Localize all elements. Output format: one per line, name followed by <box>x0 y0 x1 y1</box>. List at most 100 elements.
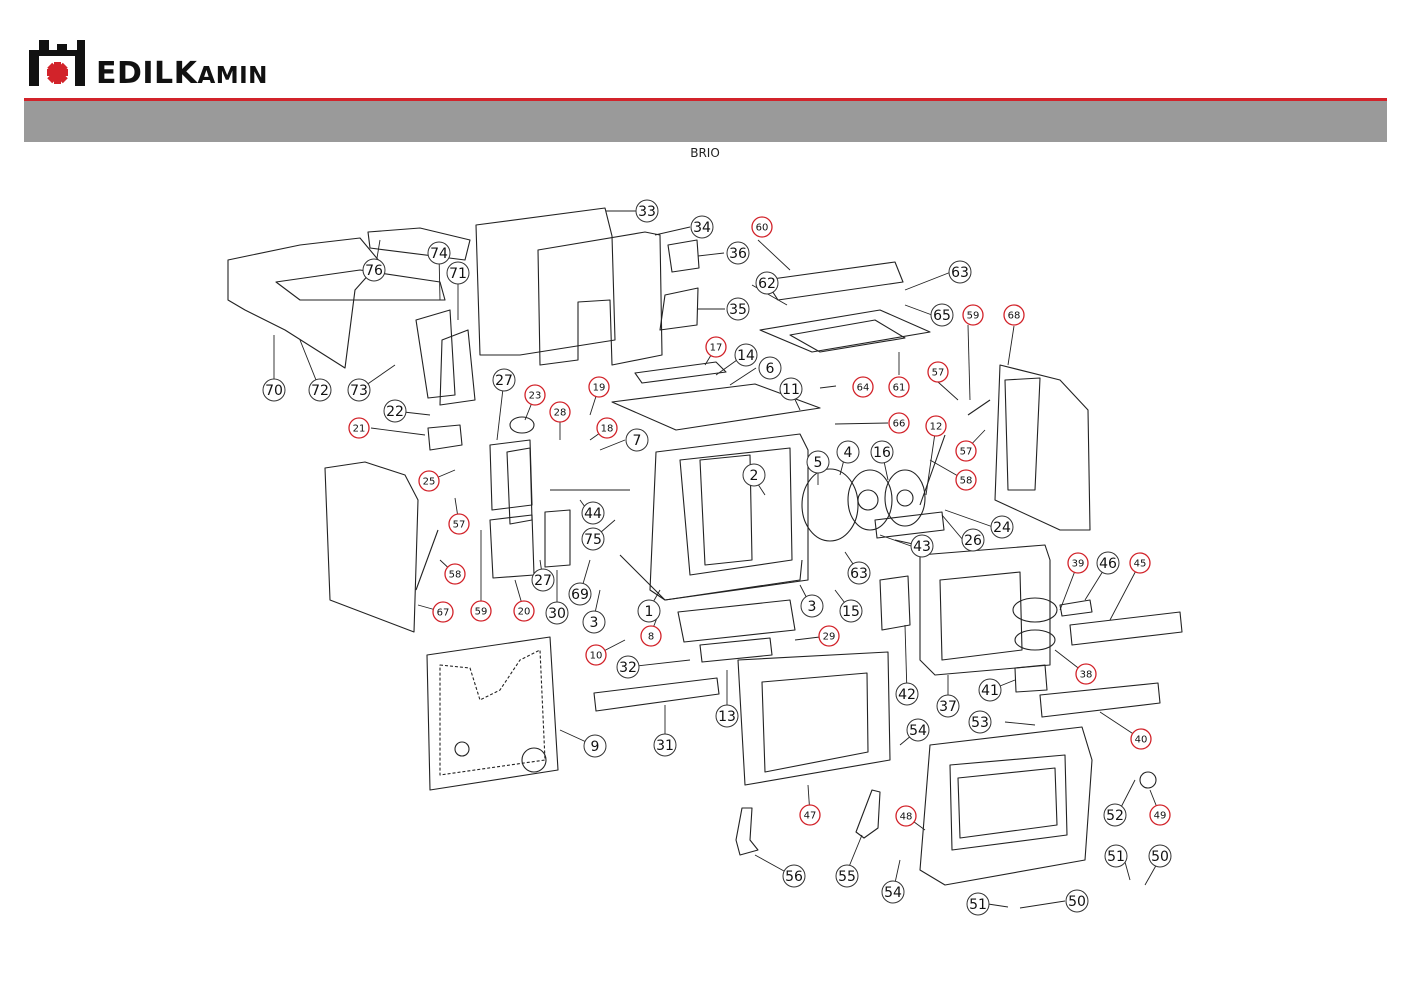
callout-number: 35 <box>729 302 747 318</box>
callout-number: 27 <box>495 373 513 389</box>
callout-48: 48 <box>895 805 917 827</box>
callout-circle <box>448 513 470 535</box>
callout-26: 26 <box>961 528 985 552</box>
callout-number: 11 <box>782 382 800 398</box>
callout-number: 34 <box>693 220 711 236</box>
callout-number: 53 <box>971 715 989 731</box>
callout-circle <box>427 241 451 265</box>
callout-circle <box>835 864 859 888</box>
top-plate-and-grates <box>611 261 931 431</box>
callout-circle <box>955 440 977 462</box>
callout-circle <box>836 440 860 464</box>
callout-circle <box>888 376 910 398</box>
callout-circle <box>818 625 840 647</box>
callout-circle <box>524 384 546 406</box>
outer-door-frame <box>919 726 1157 886</box>
callout-number: 51 <box>969 897 987 913</box>
callout-circle <box>742 463 766 487</box>
callout-circle <box>734 343 758 367</box>
callout-number: 69 <box>571 587 589 603</box>
callout-74: 74 <box>427 241 451 265</box>
callout-number: 6 <box>766 361 775 377</box>
callout-number: 41 <box>981 683 999 699</box>
callout-circle <box>895 805 917 827</box>
callout-1: 1 <box>637 599 661 623</box>
callout-41: 41 <box>978 678 1002 702</box>
callout-circle <box>961 528 985 552</box>
callout-73: 73 <box>347 378 371 402</box>
callout-11: 11 <box>779 377 803 401</box>
callout-circle <box>1130 728 1152 750</box>
callout-number: 1 <box>645 604 654 620</box>
callout-circle <box>444 563 466 585</box>
callout-number: 48 <box>900 812 913 823</box>
callout-2: 2 <box>742 463 766 487</box>
model-name: BRIO <box>690 146 720 160</box>
callout-12: 12 <box>925 415 947 437</box>
callout-51: 51 <box>966 892 990 916</box>
callout-number: 57 <box>453 520 466 531</box>
callout-40: 40 <box>1130 728 1152 750</box>
callout-67: 67 <box>432 601 454 623</box>
callout-circle <box>705 336 727 358</box>
callout-number: 40 <box>1135 735 1148 746</box>
callout-number: 50 <box>1151 849 1169 865</box>
callout-14: 14 <box>734 343 758 367</box>
callout-circle <box>966 892 990 916</box>
callout-number: 14 <box>737 348 755 364</box>
callout-19: 19 <box>588 376 610 398</box>
edilkamin-logo-icon <box>29 40 85 86</box>
callout-number: 67 <box>437 608 450 619</box>
callout-circle <box>968 710 992 734</box>
callout-number: 68 <box>1008 311 1021 322</box>
callout-number: 36 <box>729 246 747 262</box>
callout-70: 70 <box>262 378 286 402</box>
callout-number: 43 <box>913 539 931 555</box>
callout-circle <box>362 258 386 282</box>
callout-number: 38 <box>1080 670 1093 681</box>
callout-number: 3 <box>808 599 817 615</box>
callout-number: 24 <box>993 520 1011 536</box>
callout-58: 58 <box>444 563 466 585</box>
callout-circle <box>799 804 821 826</box>
callout-number: 51 <box>1107 849 1125 865</box>
callout-circle <box>513 600 535 622</box>
callout-circle <box>925 415 947 437</box>
callout-23: 23 <box>524 384 546 406</box>
callout-circle <box>545 601 569 625</box>
callout-29: 29 <box>818 625 840 647</box>
callout-36: 36 <box>726 241 750 265</box>
header: EDILKAMIN BRIO <box>0 0 1410 160</box>
callout-circle <box>1149 804 1171 826</box>
callout-number: 21 <box>353 424 366 435</box>
callout-35: 35 <box>726 297 750 321</box>
callout-circle <box>888 412 910 434</box>
callout-number: 63 <box>951 265 969 281</box>
callout-circle <box>847 561 871 585</box>
callout-20: 20 <box>513 600 535 622</box>
callout-circle <box>1075 663 1097 685</box>
callout-3: 3 <box>582 610 606 634</box>
callout-24: 24 <box>990 515 1014 539</box>
callout-number: 72 <box>311 383 329 399</box>
callout-number: 27 <box>534 573 552 589</box>
callout-33: 33 <box>635 199 659 223</box>
callout-circle <box>348 417 370 439</box>
callout-circle <box>470 600 492 622</box>
callout-number: 19 <box>593 383 606 394</box>
callout-circle <box>492 368 516 392</box>
callout-circle <box>870 440 894 464</box>
callout-number: 4 <box>844 445 853 461</box>
callout-43: 43 <box>910 534 934 558</box>
callout-circle <box>581 527 605 551</box>
callout-number: 16 <box>873 445 891 461</box>
door-hinges <box>735 789 881 856</box>
gas-springs <box>415 399 991 591</box>
callout-16: 16 <box>870 440 894 464</box>
callout-number: 33 <box>638 204 656 220</box>
callout-number: 20 <box>518 607 531 618</box>
callout-63: 63 <box>847 561 871 585</box>
callout-60: 60 <box>751 216 773 238</box>
callout-22: 22 <box>383 399 407 423</box>
callout-number: 3 <box>590 615 599 631</box>
